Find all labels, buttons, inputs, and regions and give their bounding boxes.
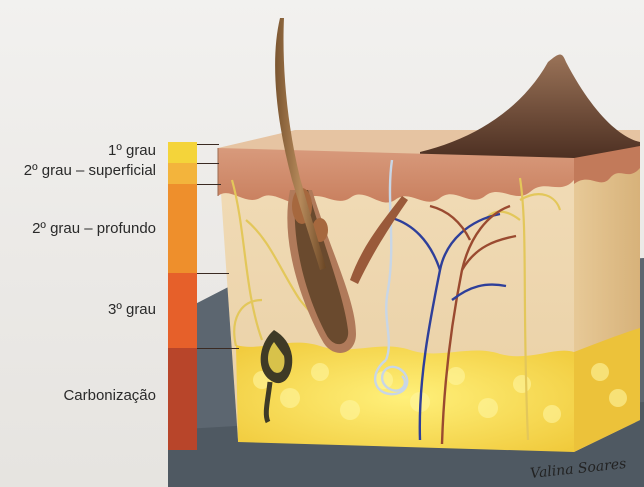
band-1st-degree — [168, 142, 197, 163]
band-3rd-degree — [168, 273, 197, 348]
label-carbonization: Carbonização — [63, 387, 156, 404]
label-2nd-deep: 2º grau – profundo — [32, 220, 156, 237]
tick-3rd — [197, 273, 229, 274]
label-2nd-superficial: 2º grau – superficial — [24, 162, 156, 179]
tick-carbon — [197, 348, 239, 349]
tick-2nd-sup — [197, 163, 219, 164]
skin-peak — [420, 55, 640, 163]
label-1st-degree: 1º grau — [108, 142, 156, 159]
tick-1st — [197, 144, 219, 145]
band-2nd-deep — [168, 184, 197, 273]
tick-2nd-deep — [197, 184, 221, 185]
band-2nd-superficial — [168, 163, 197, 184]
label-3rd-degree: 3º grau — [108, 301, 156, 318]
band-carbonization — [168, 348, 197, 450]
